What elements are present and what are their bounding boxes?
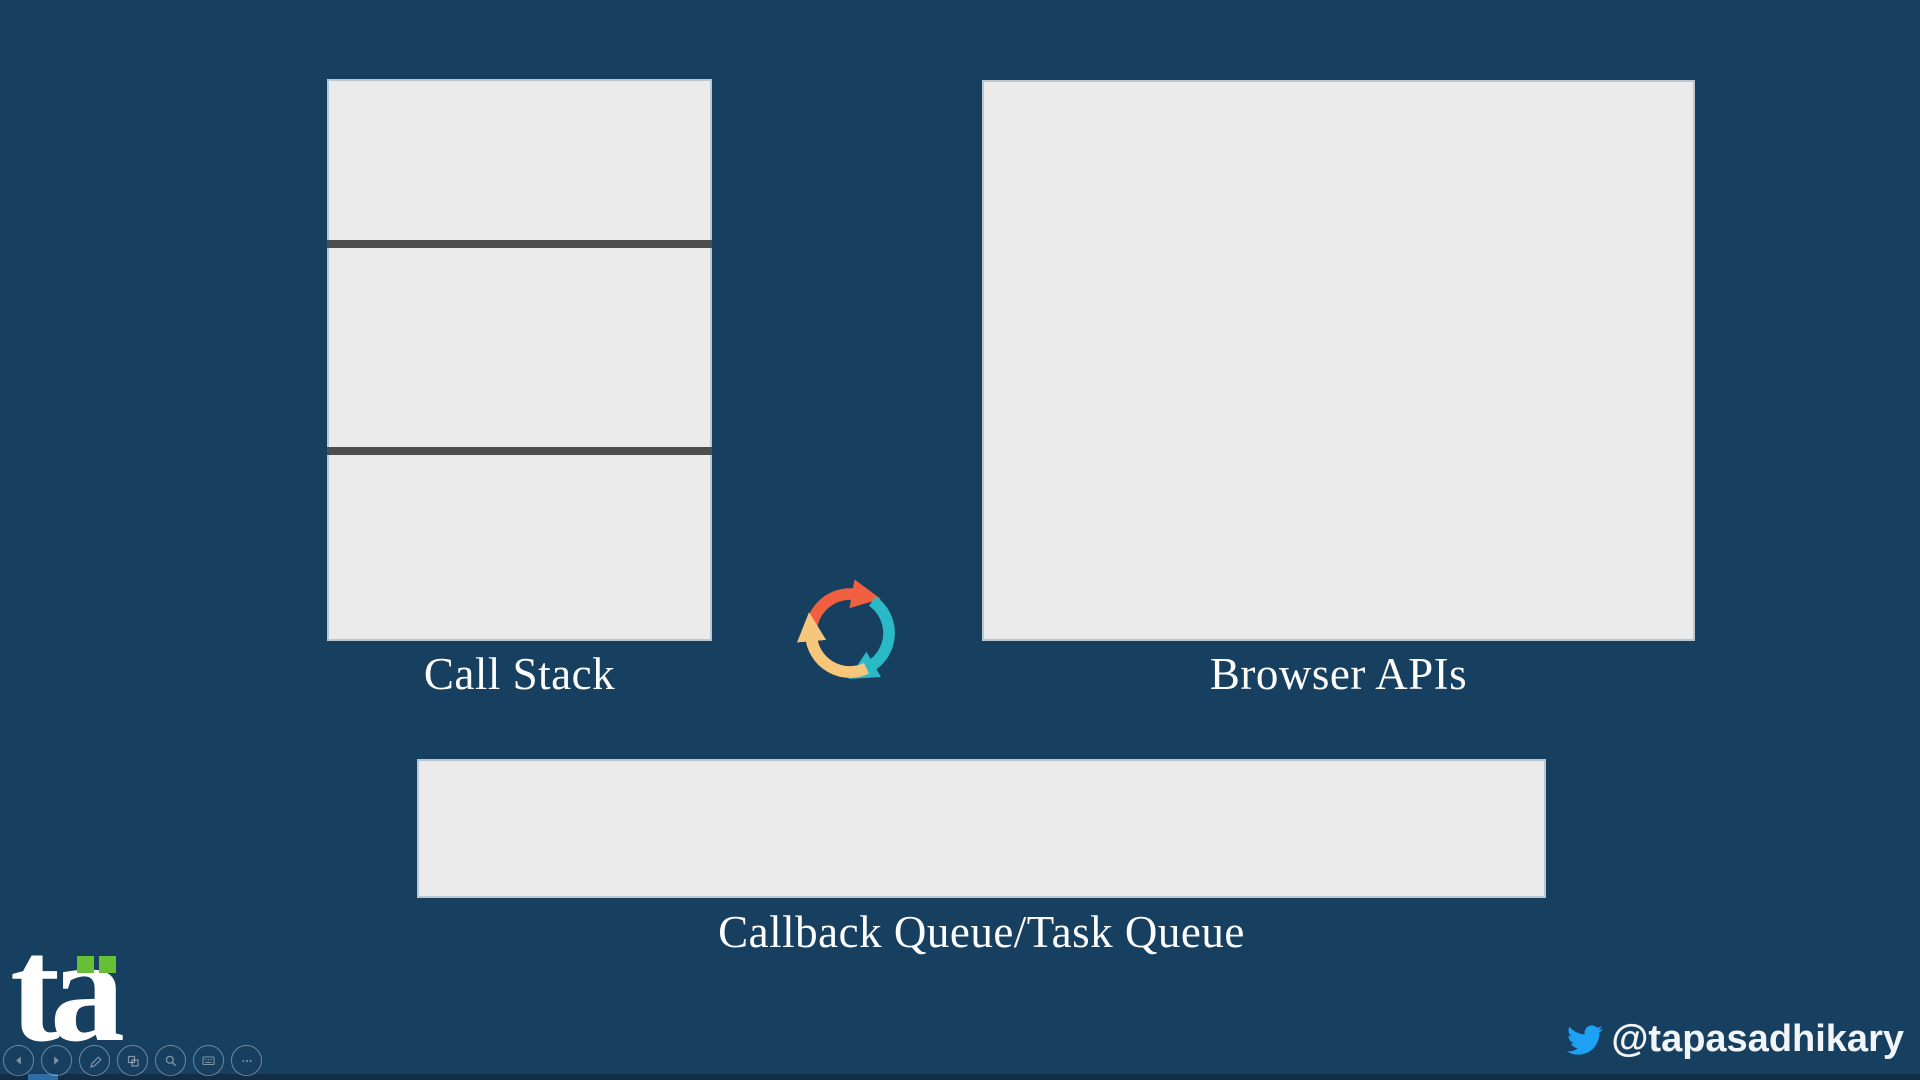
frame-divider [327, 240, 712, 248]
draw-button[interactable] [79, 1045, 110, 1076]
logo-green-square [99, 956, 116, 973]
search-button[interactable] [155, 1045, 186, 1076]
previous-icon [16, 1056, 21, 1065]
keyboard-icon [202, 1056, 215, 1066]
call-stack-frame [329, 248, 710, 447]
twitter-handle: @tapasadhikary [1611, 1018, 1904, 1060]
logo-letters: ta [10, 907, 125, 1073]
event-loop-cycle-icon [785, 568, 915, 698]
ellipsis-icon [241, 1059, 252, 1062]
twitter-bird-icon [1567, 1024, 1604, 1055]
previous-slide-button[interactable] [3, 1045, 34, 1076]
logo-green-square [77, 956, 94, 973]
browser-apis-box [982, 80, 1695, 641]
slide-progress-track[interactable] [0, 1074, 1920, 1080]
browser-apis-label: Browser APIs [1209, 649, 1468, 699]
more-options-button[interactable] [231, 1045, 262, 1076]
twitter-badge: @tapasadhikary [1564, 1018, 1904, 1061]
magnifier-icon [165, 1055, 176, 1066]
keyboard-shortcuts-button[interactable] [193, 1045, 224, 1076]
call-stack-frame [329, 81, 710, 240]
ta-logo: ta [10, 915, 170, 1065]
pencil-icon [89, 1055, 102, 1068]
slide-progress-fill [28, 1074, 58, 1080]
play-button[interactable] [41, 1045, 72, 1076]
play-icon [54, 1056, 59, 1065]
call-stack-label: Call Stack [423, 649, 616, 699]
call-stack-box [327, 79, 712, 641]
slides-icon [127, 1055, 139, 1067]
call-stack-frame [329, 455, 710, 639]
callback-queue-label: Callback Queue/Task Queue [718, 907, 1245, 957]
player-toolbar [3, 1045, 262, 1076]
callback-queue-box [417, 759, 1546, 898]
slides-overview-button[interactable] [117, 1045, 148, 1076]
frame-divider [327, 447, 712, 455]
